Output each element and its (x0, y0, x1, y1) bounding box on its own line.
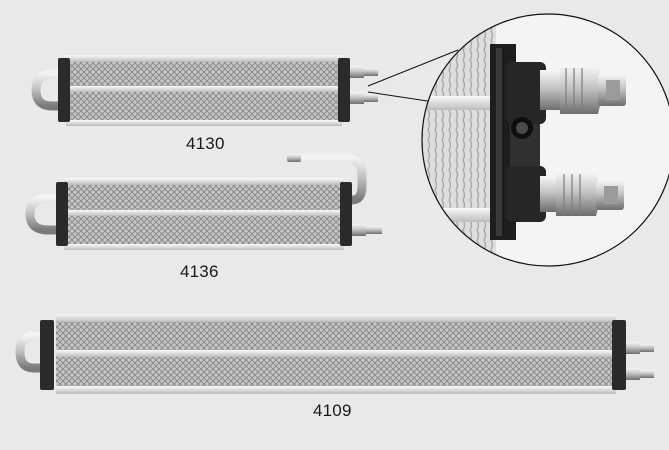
callout-lines (367, 49, 459, 103)
cooler-small (31, 55, 378, 126)
label-cooler-medium: 4136 (180, 262, 219, 281)
cooler-large (15, 314, 654, 394)
cooler-medium (25, 153, 382, 250)
label-cooler-large: 4109 (313, 401, 352, 420)
label-cooler-small: 4130 (186, 134, 225, 153)
detail-inset (421, 13, 669, 267)
